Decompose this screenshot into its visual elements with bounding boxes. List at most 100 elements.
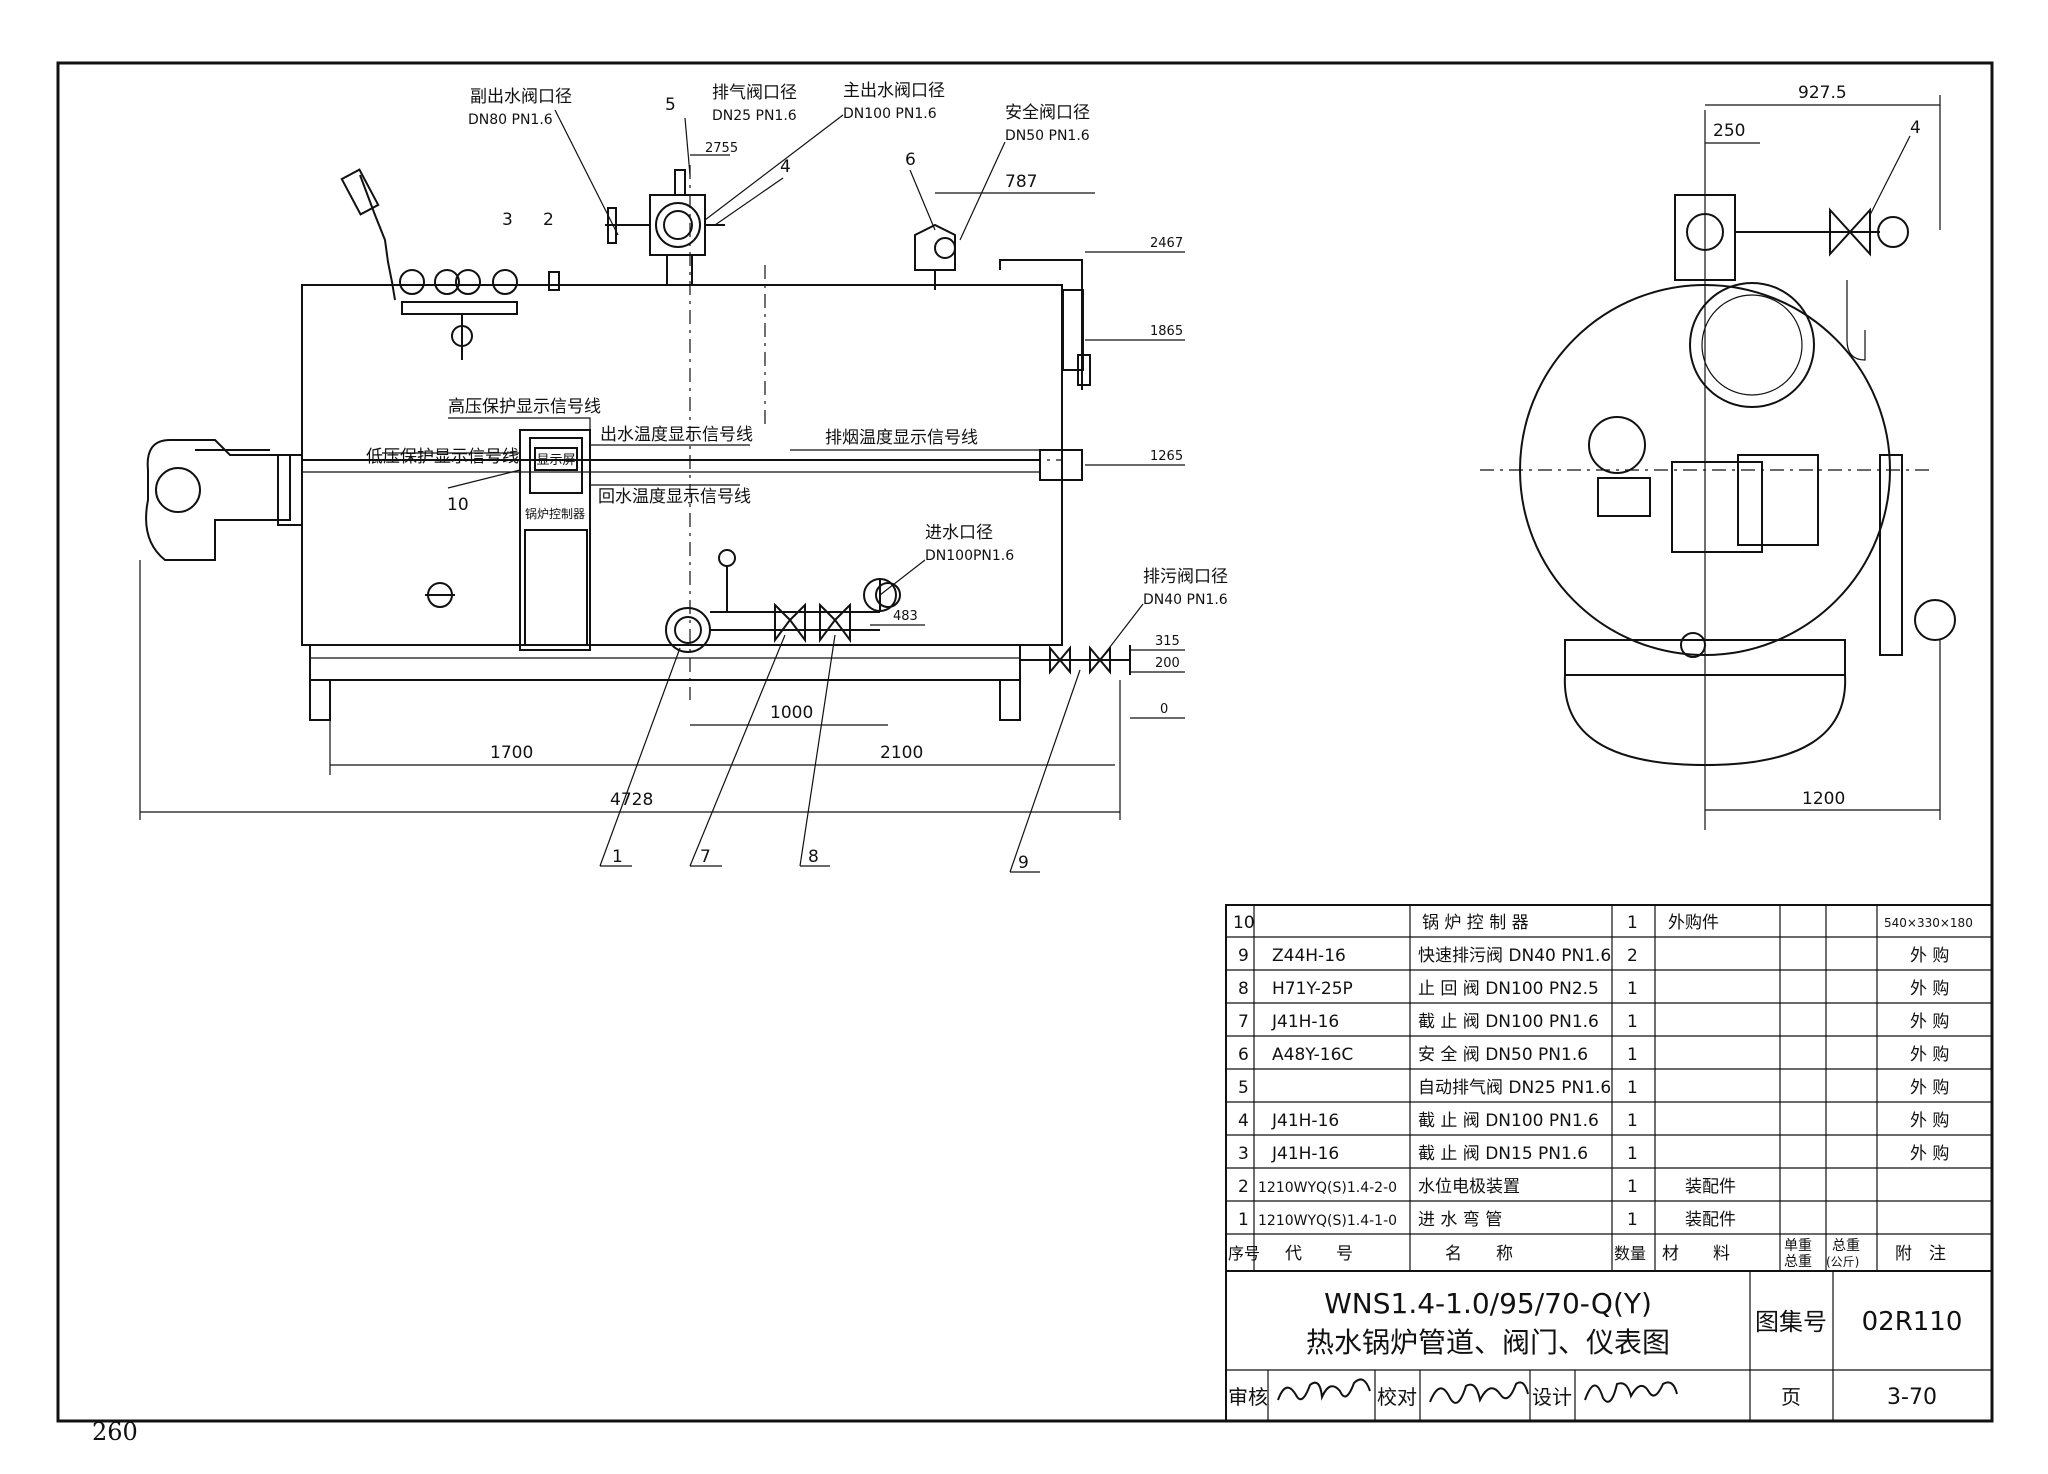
item-number: 4: [780, 157, 791, 177]
aux-outlet-spec: DN80 PN1.6: [468, 112, 553, 128]
row-name: 快速排污阀 DN40 PN1.6: [1418, 946, 1611, 966]
dimension-value: 4728: [610, 790, 653, 810]
row-note: 外 购: [1910, 1144, 1949, 1164]
row-qty: 1: [1627, 1045, 1638, 1065]
row-qty: 1: [1627, 1144, 1638, 1164]
row-name: 截 止 阀 DN100 PN1.6: [1418, 1111, 1599, 1131]
row-code: A48Y-16C: [1272, 1045, 1353, 1065]
row-qty: 1: [1627, 1012, 1638, 1032]
header-qty: 数量: [1614, 1244, 1646, 1263]
drawing-frame: [56, 61, 1994, 1423]
drawing-title-line2: 热水锅炉管道、阀门、仪表图: [1306, 1326, 1670, 1359]
dimension-value: 1200: [1802, 789, 1845, 809]
elevation-mark: 1265: [1150, 449, 1183, 464]
row-code: H71Y-25P: [1272, 979, 1353, 999]
blowdown-spec: DN40 PN1.6: [1143, 592, 1228, 608]
row-qty: 1: [1627, 913, 1638, 933]
check-label: 校对: [1377, 1385, 1417, 1409]
row-note: 外 购: [1910, 1045, 1949, 1065]
item-number: 2: [543, 210, 554, 230]
item-number: 1: [612, 847, 623, 867]
dimension-value: 250: [1713, 121, 1745, 141]
boiler-base: [309, 645, 1021, 681]
header-note: 附 注: [1895, 1244, 1946, 1264]
row-name: 止 回 阀 DN100 PN2.5: [1418, 979, 1599, 999]
dimension-value: 1700: [490, 743, 533, 763]
row-code: 1210WYQ(S)1.4-1-0: [1258, 1213, 1397, 1229]
row-code: J41H-16: [1271, 1144, 1339, 1164]
row-qty: 1: [1627, 1177, 1638, 1197]
row-note: 外 购: [1910, 946, 1949, 966]
header-seq: 序号: [1228, 1244, 1260, 1263]
inlet-pipeline: [665, 549, 897, 653]
main-outlet-title: 主出水阀口径: [843, 81, 945, 101]
row-seq: 8: [1238, 979, 1249, 999]
table-row: 7 J41H-16 截 止 阀 DN100 PN1.6 1 外 购: [1238, 1012, 1949, 1032]
row-name: 安 全 阀 DN50 PN1.6: [1418, 1045, 1588, 1065]
item-number: 7: [700, 847, 711, 867]
vent-valve-title: 排气阀口径: [712, 83, 797, 103]
table-row: 9 Z44H-16 快速排污阀 DN40 PN1.6 2 外 购: [1238, 946, 1949, 966]
signal-flue-temp: 排烟温度显示信号线: [825, 428, 978, 448]
safety-valve-spec: DN50 PN1.6: [1005, 128, 1090, 144]
side-elevation: [1480, 110, 1956, 830]
row-note: 外 购: [1910, 1111, 1949, 1131]
row-seq: 9: [1238, 946, 1249, 966]
page-value: 3-70: [1887, 1385, 1937, 1410]
row-name: 锅 炉 控 制 器: [1422, 913, 1529, 933]
header-code: 代 号: [1285, 1244, 1353, 1264]
elevation-mark: 483: [893, 609, 918, 624]
elevation-mark: 2755: [705, 141, 738, 156]
header-total-weight-stacked: 总重: [1784, 1254, 1812, 1270]
row-seq: 2: [1238, 1177, 1249, 1197]
front-elevation: 显示屏 锅炉控制器: [145, 165, 1131, 721]
row-seq: 4: [1238, 1111, 1249, 1131]
header-name: 名 称: [1445, 1244, 1513, 1264]
blowdown-pipeline: [1020, 645, 1131, 675]
row-code: J41H-16: [1271, 1111, 1339, 1131]
signal-low-pressure: 低压保护显示信号线: [366, 447, 519, 467]
dimension-value: 927.5: [1798, 83, 1847, 103]
signature-check: [1429, 1381, 1529, 1404]
item-number: 6: [905, 150, 916, 170]
item-number: 10: [447, 495, 469, 515]
row-note: 外 购: [1910, 1012, 1949, 1032]
burner: [145, 439, 303, 561]
header-material: 材 料: [1662, 1244, 1730, 1264]
row-seq: 10: [1233, 913, 1255, 933]
elevation-marks: 2755 2467 1865 1265 483 315 200 0: [690, 141, 1185, 719]
front-dimensions: 787 1000 1700 2100 4728: [139, 172, 1121, 820]
table-row: 10 锅 炉 控 制 器 1 外购件 540×330×180: [1233, 913, 1973, 933]
signal-return-temp: 回水温度显示信号线: [598, 487, 751, 507]
row-seq: 5: [1238, 1078, 1249, 1098]
drawing-title-line1: WNS1.4-1.0/95/70-Q(Y): [1324, 1287, 1652, 1320]
signal-high-pressure: 高压保护显示信号线: [448, 397, 601, 417]
row-note: 外 购: [1910, 979, 1949, 999]
blowdown-title: 排污阀口径: [1143, 567, 1228, 587]
page-number: 260: [92, 1418, 138, 1446]
parts-table: 10 锅 炉 控 制 器 1 外购件 540×330×180 9 Z44H-16…: [1225, 904, 1993, 1272]
safety-valve-title: 安全阀口径: [1005, 103, 1090, 123]
item-number: 5: [665, 95, 676, 115]
elevation-mark: 200: [1155, 656, 1180, 671]
gauge-manifold: [340, 168, 560, 360]
inlet-spec: DN100PN1.6: [925, 548, 1014, 564]
front-labels: 副出水阀口径 DN80 PN1.6 排气阀口径 DN25 PN1.6 主出水阀口…: [366, 81, 1228, 873]
row-qty: 1: [1627, 979, 1638, 999]
item-number: 8: [808, 847, 819, 867]
row-qty: 1: [1627, 1210, 1638, 1230]
table-row: 8 H71Y-25P 止 回 阀 DN100 PN2.5 1 外 购: [1238, 979, 1949, 999]
table-row: 1 1210WYQ(S)1.4-1-0 进 水 弯 管 1 装配件: [1238, 1210, 1736, 1230]
row-name: 截 止 阀 DN15 PN1.6: [1418, 1144, 1588, 1164]
header-total-weight: 总重: [1832, 1238, 1860, 1254]
row-material: 装配件: [1685, 1177, 1736, 1197]
item-number: 9: [1018, 853, 1029, 873]
dimension-value: 787: [1005, 172, 1037, 192]
row-seq: 7: [1238, 1012, 1249, 1032]
row-name: 截 止 阀 DN100 PN1.6: [1418, 1012, 1599, 1032]
row-material: 外购件: [1668, 913, 1719, 933]
row-seq: 6: [1238, 1045, 1249, 1065]
header-weight-unit: (公斤): [1826, 1255, 1859, 1269]
row-seq: 3: [1238, 1144, 1249, 1164]
safety-valve: [914, 223, 956, 290]
